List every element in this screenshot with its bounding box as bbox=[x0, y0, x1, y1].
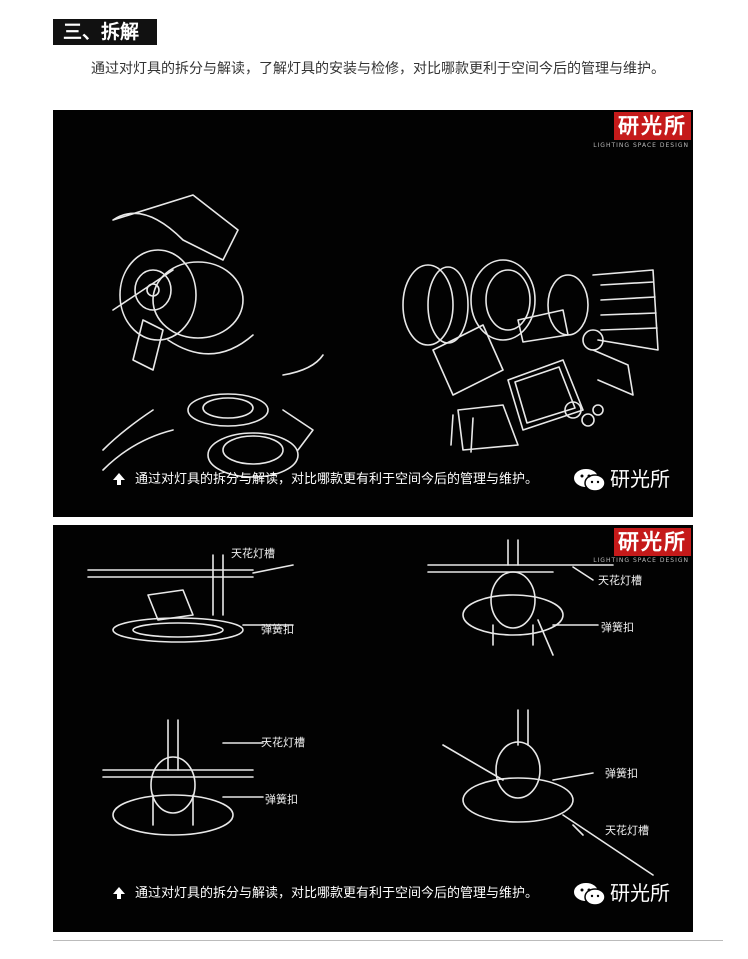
sketch-trim-rings bbox=[403, 260, 658, 350]
wechat-account-name: 研光所 bbox=[610, 881, 670, 905]
wechat-account-name: 研光所 bbox=[610, 467, 670, 491]
up-arrow-icon-stem bbox=[117, 480, 121, 485]
brand-subtitle: LIGHTING SPACE DESIGN bbox=[593, 142, 689, 149]
section-heading: 三、拆解 bbox=[53, 19, 157, 45]
label-ceiling-slot: 天花灯槽 bbox=[231, 547, 275, 561]
disassembly-sketches bbox=[53, 110, 693, 517]
sketch-install-bl bbox=[103, 720, 263, 835]
up-arrow-icon bbox=[113, 887, 125, 894]
up-arrow-icon-stem bbox=[117, 894, 121, 899]
label-ceiling-slot: 天花灯槽 bbox=[261, 736, 305, 750]
section-paragraph: 通过对灯具的拆分与解读，了解灯具的安装与检修，对比哪款更利于空间今后的管理与维护… bbox=[53, 55, 723, 83]
label-spring-clip: 弹簧扣 bbox=[605, 767, 638, 781]
label-ceiling-slot: 天花灯槽 bbox=[605, 824, 649, 838]
label-spring-clip: 弹簧扣 bbox=[261, 623, 294, 637]
brand-logo: 研光所 bbox=[614, 112, 691, 140]
brand-logo: 研光所 bbox=[614, 528, 691, 556]
wechat-icon bbox=[573, 881, 607, 907]
wechat-icon bbox=[573, 467, 607, 493]
sketch-install-br bbox=[443, 710, 653, 875]
label-spring-clip: 弹簧扣 bbox=[601, 621, 634, 635]
disassembly-sketch-panel: 研光所 LIGHTING SPACE DESIGN 通过对灯具的拆分与解读，对比… bbox=[53, 110, 693, 517]
bottom-divider bbox=[53, 940, 723, 941]
installation-sketches bbox=[53, 525, 693, 932]
installation-sketch-panel: 研光所 LIGHTING SPACE DESIGN 天花灯槽 弹簧扣 天花灯槽 … bbox=[53, 525, 693, 932]
up-arrow-icon bbox=[113, 473, 125, 480]
panel-caption: 通过对灯具的拆分与解读，对比哪款更有利于空间今后的管理与维护。 bbox=[135, 885, 538, 903]
sketch-led-module bbox=[103, 320, 323, 477]
sketch-downlight-exploded bbox=[113, 195, 253, 354]
label-spring-clip: 弹簧扣 bbox=[265, 793, 298, 807]
label-ceiling-slot: 天花灯槽 bbox=[598, 574, 642, 588]
panel-caption: 通过对灯具的拆分与解读，对比哪款更有利于空间今后的管理与维护。 bbox=[135, 471, 538, 489]
brand-subtitle: LIGHTING SPACE DESIGN bbox=[593, 557, 689, 564]
sketch-install-tr bbox=[428, 540, 613, 655]
